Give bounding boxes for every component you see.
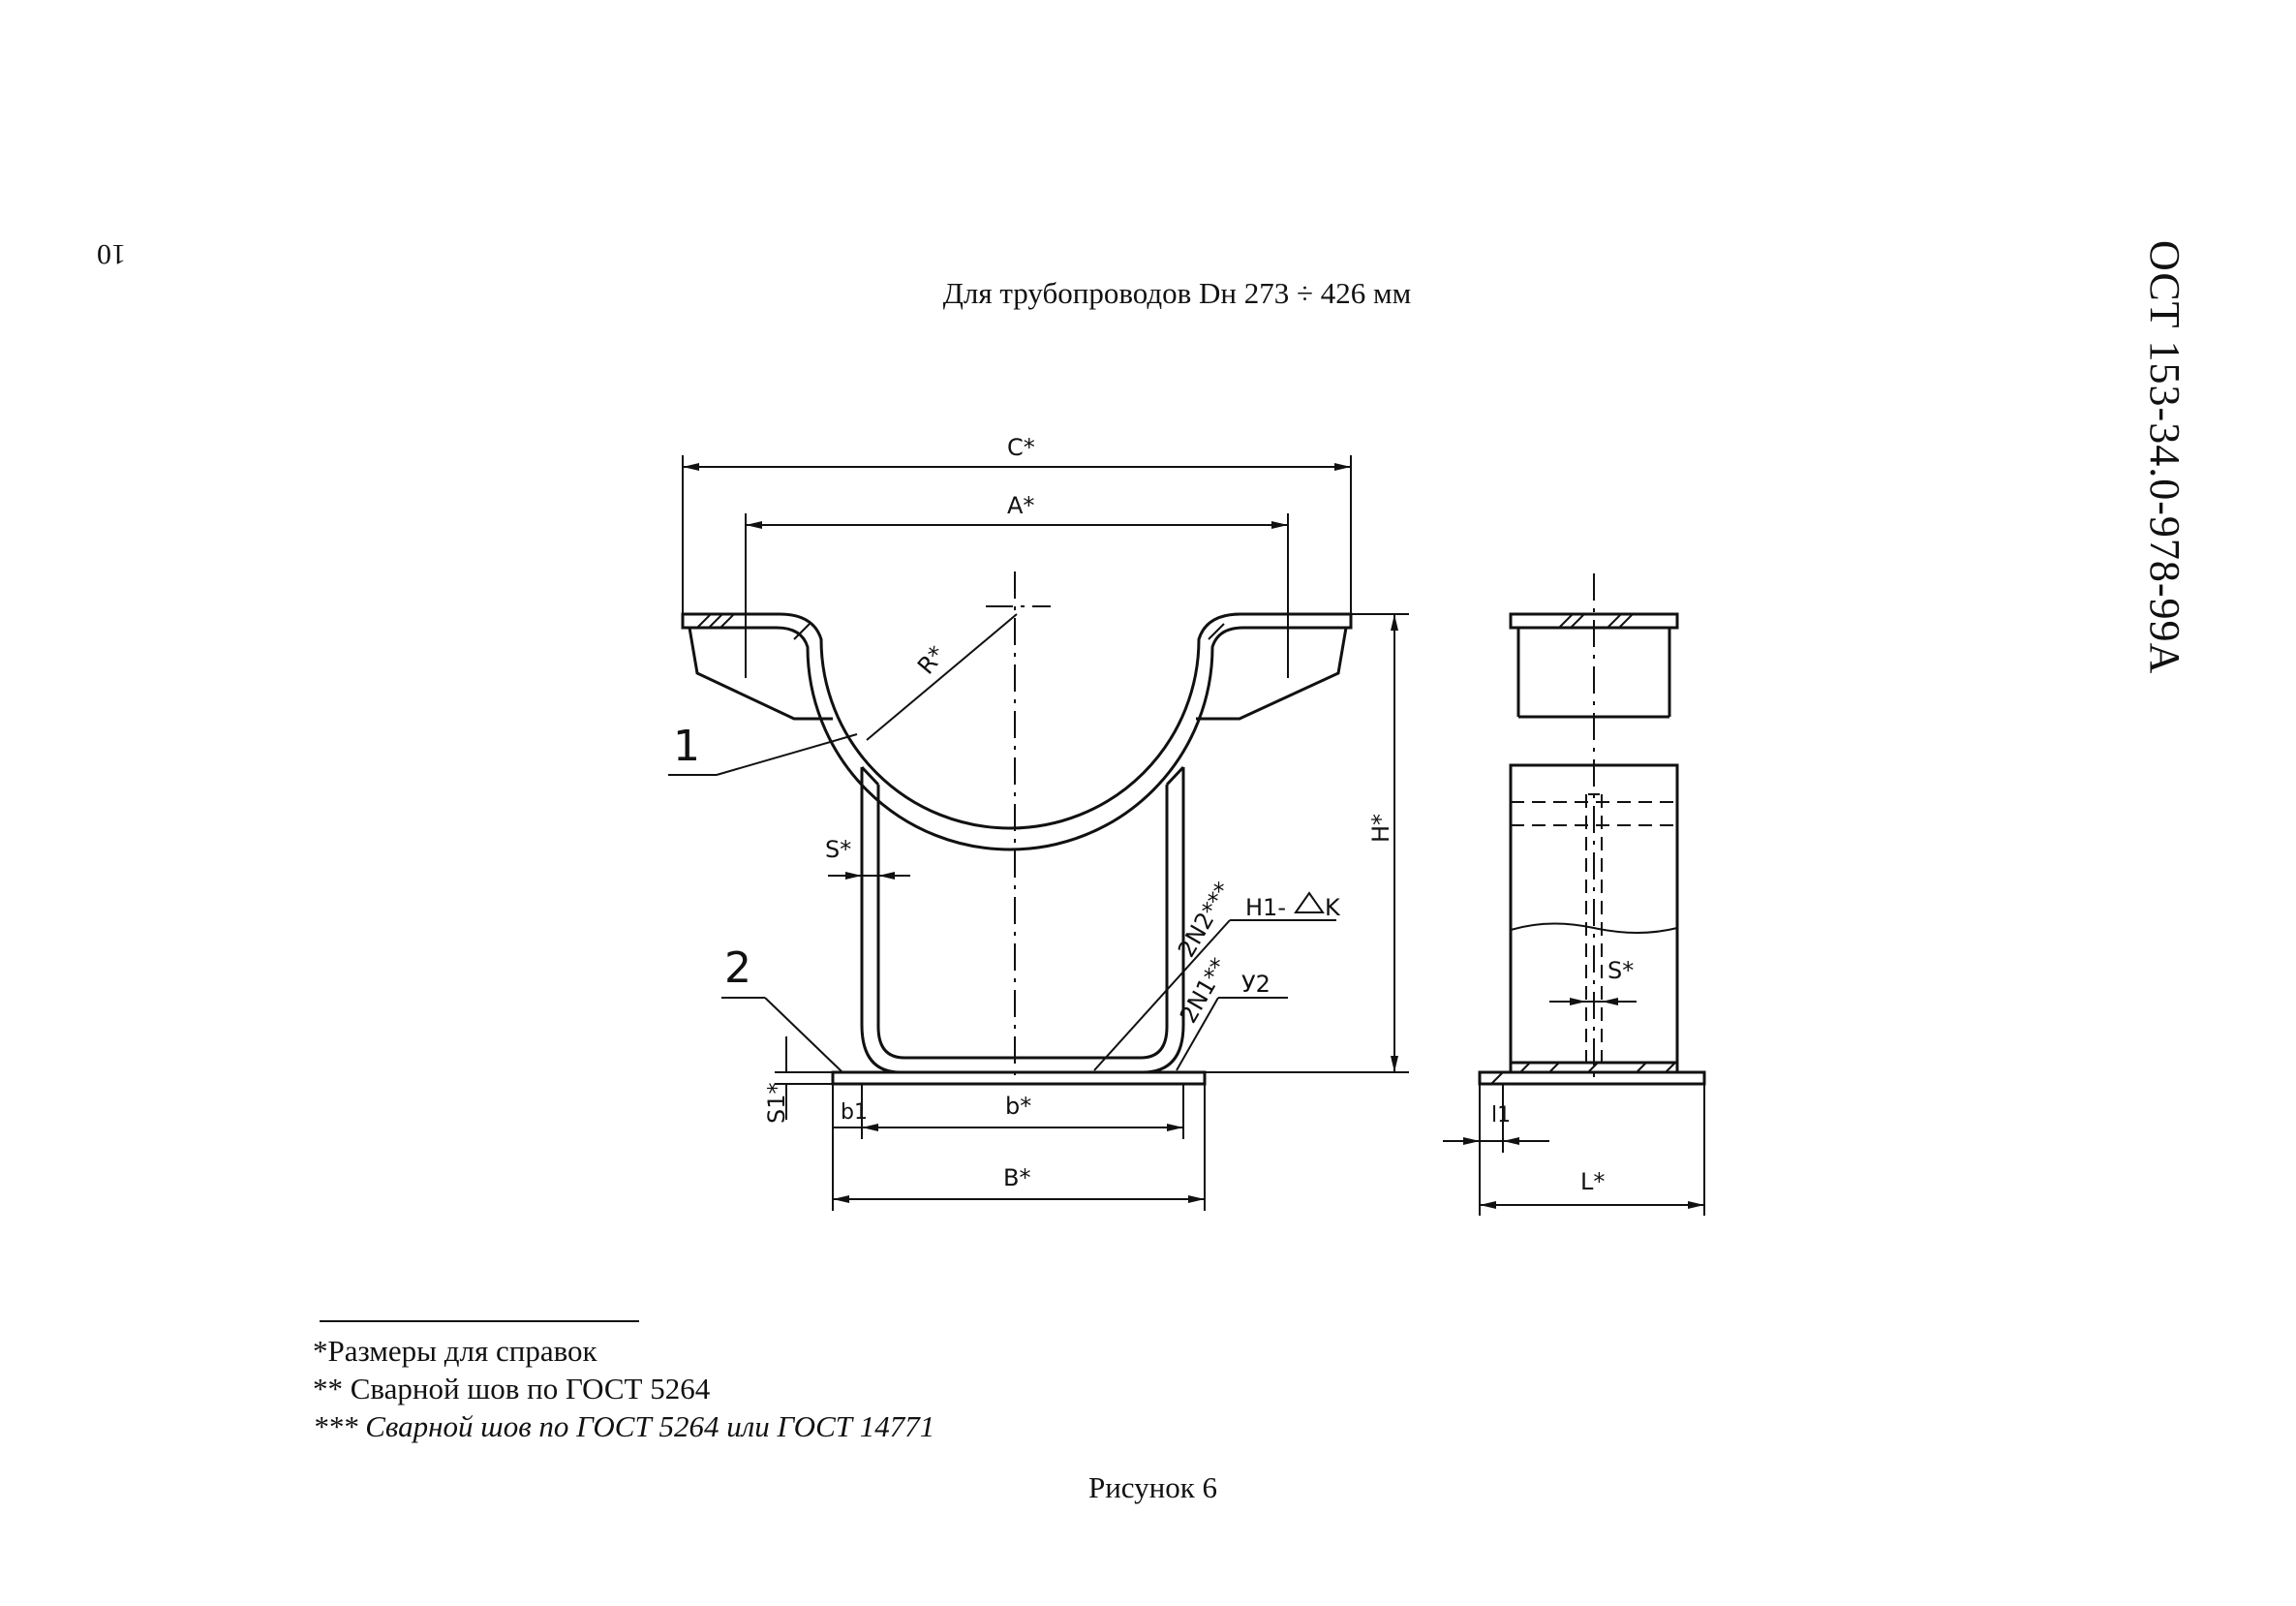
footnote-rule — [320, 1320, 639, 1322]
figure-caption: Рисунок 6 — [1087, 1470, 1218, 1504]
side-hatch — [1490, 613, 1676, 1085]
dim-l-label: L* — [1580, 1168, 1605, 1195]
dim-a-label: A* — [1007, 492, 1034, 519]
left-gusset — [688, 627, 833, 721]
drawing-title: Для трубопроводов Dн 273 ÷ 426 мм — [942, 276, 1412, 310]
dim-b-label: b* — [1005, 1093, 1031, 1120]
footnotes: *Размеры для справок ** Сварной шов по Г… — [313, 1332, 934, 1445]
dim-s-side-label: S* — [1607, 957, 1634, 984]
side-view — [1443, 573, 1706, 1216]
dim-b-big-label: B* — [1003, 1164, 1030, 1191]
hatch-left — [696, 613, 735, 629]
footnote-2: ** Сварной шов по ГОСТ 5264 — [313, 1372, 711, 1405]
side-hidden-lines — [1511, 793, 1677, 1063]
side-dimension-lines — [1443, 1001, 1705, 1216]
hatch-center — [793, 623, 1225, 640]
weld-triangle-symbol — [1294, 891, 1325, 913]
saddle-shell-outline — [681, 612, 1353, 851]
weld-h1-label: H1- — [1245, 894, 1286, 921]
part-2-callout: 2 — [724, 943, 751, 993]
dim-b1-label: b1 — [841, 1100, 868, 1125]
dim-s1-label: S1* — [763, 1082, 790, 1124]
support-channel-inner — [876, 785, 1169, 1060]
document-code: ОСТ 153-34.0-978-99А — [2141, 240, 2189, 675]
weld-y2-label: У2 — [1241, 971, 1270, 998]
weld-k-label: K — [1325, 894, 1341, 921]
part-1-callout: 1 — [673, 722, 700, 771]
footnote-3: *** Сварной шов по ГОСТ 5264 или ГОСТ 14… — [313, 1409, 935, 1443]
channel-top-left — [860, 765, 880, 787]
side-arrowheads — [1463, 998, 1704, 1209]
dimension-lines — [668, 455, 1409, 1211]
base-plate — [831, 1070, 1207, 1086]
channel-top-right — [1165, 765, 1185, 787]
center-lines — [745, 571, 1289, 1077]
arrowheads — [683, 463, 1398, 1203]
footnote-1: *Размеры для справок — [313, 1334, 597, 1368]
dim-l1-label: l1 — [1491, 1103, 1511, 1127]
dim-c-label: C* — [1007, 434, 1035, 461]
dim-h-label: H* — [1367, 814, 1394, 843]
side-break-line — [1510, 922, 1678, 934]
right-gusset — [1196, 627, 1348, 721]
side-base-plate — [1478, 1070, 1706, 1086]
front-view — [668, 455, 1409, 1211]
dim-s-label: S* — [825, 836, 851, 863]
